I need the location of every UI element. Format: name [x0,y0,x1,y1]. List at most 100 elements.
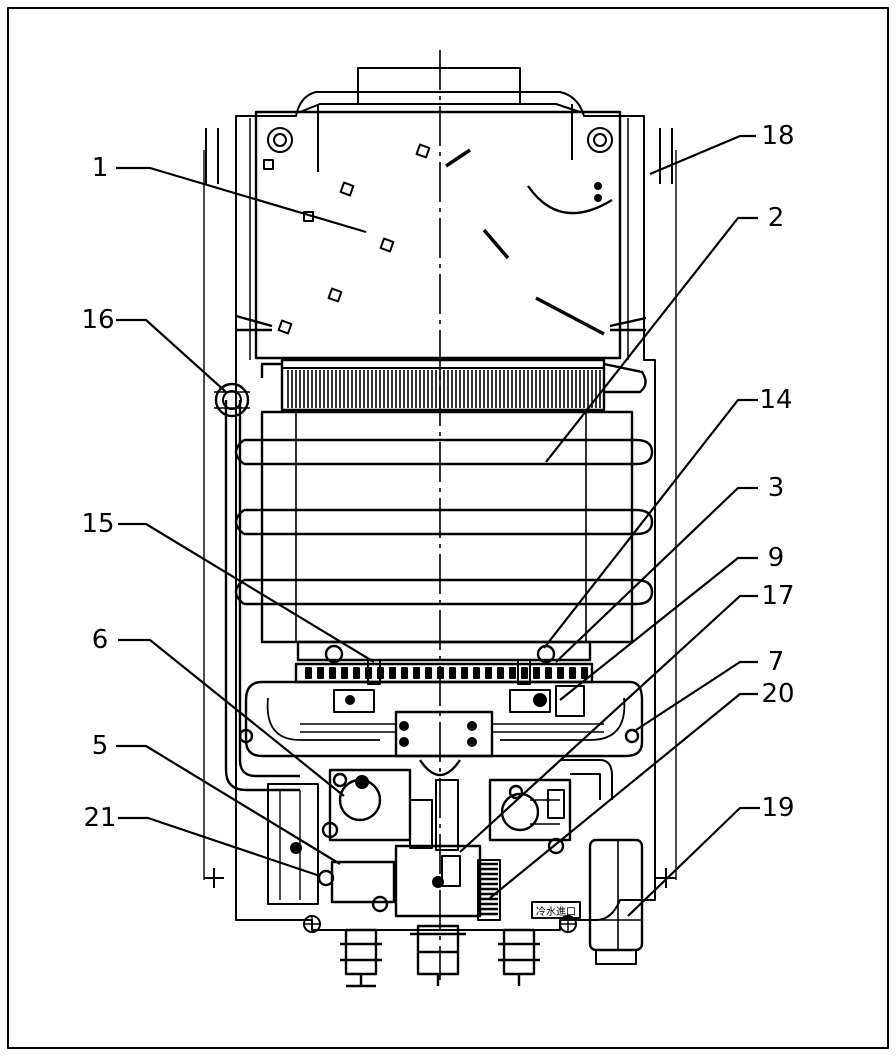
callout-15: 15 [81,509,114,539]
hood-slot [445,148,471,168]
controller-stem [409,799,433,849]
cold-water-plate [531,901,581,919]
burner-tooth [305,667,312,679]
controller-neck [435,779,459,851]
tray-bolt-left [238,728,254,744]
burner-tooth [413,667,420,679]
solenoid-bolt [371,895,389,913]
serpentine-pipe-2 [244,508,654,536]
left-water-pipe [224,400,300,792]
callout-17: 17 [761,581,794,611]
tray-bolt-right [624,728,640,744]
burner-tooth [353,667,360,679]
gas-valve-bolt [332,772,348,788]
callout-5: 5 [92,731,109,761]
water-valve-bolt [547,837,565,855]
plate-screw [467,721,477,731]
water-valve-body [488,778,572,842]
electrode-bracket-right [509,689,551,713]
burner-tooth [497,667,504,679]
right-lower-pipe [560,759,613,800]
controller-switch [441,855,461,887]
burner-tooth [341,667,348,679]
ignition-coil-windings [480,862,498,916]
hood-slot [482,228,510,260]
water-valve-bolt [508,784,524,800]
heat-exchanger-fins [280,358,606,412]
bolt-top-right-inner [593,133,607,147]
burner-tray-inner [266,697,626,741]
cold-water-plate-text: 冷水進口 [536,905,576,918]
fin-lines [287,370,601,408]
controller-box [394,844,482,918]
plate-screw [467,737,477,747]
burner-tooth [473,667,480,679]
gas-distribution-plate [394,710,494,758]
burner-tooth [485,667,492,679]
sensor-clip [214,391,250,409]
battery-box-cap [595,949,637,965]
water-valve-knob [500,792,540,832]
burner-tooth [581,667,588,679]
gas-valve-bolt [321,821,339,839]
mounting-crosses [204,868,676,888]
gas-lines [300,723,604,733]
flue-hood [254,110,622,360]
hood-dot [594,194,602,202]
callout-14: 14 [759,385,792,415]
callout-3: 3 [768,473,785,503]
serpentine-pipe-3 [244,578,654,606]
burner-tooth [329,667,336,679]
burner-tooth [401,667,408,679]
callout-20: 20 [761,679,794,709]
battery-box [588,838,644,952]
callout-19: 19 [761,793,794,823]
flue-collar [357,67,521,105]
plate-screw [399,737,409,747]
bolt-top-left-inner [273,133,287,147]
burner-tooth [569,667,576,679]
burner-tooth [317,667,324,679]
burner-tooth [533,667,540,679]
water-valve-clip [547,789,565,819]
callout-21: 21 [83,803,116,833]
wall-hook-right [659,128,673,184]
flue-hood-ribs [317,104,573,172]
hood-arc [527,185,613,215]
pipe-top-connections [260,362,647,394]
burner-tooth [521,667,528,679]
left-bracket [267,783,319,905]
bottom-bolt-cross [304,916,576,932]
callout-1: 1 [92,153,109,183]
burner-tooth [557,667,564,679]
burner-tray [244,680,644,758]
callout-6: 6 [92,625,109,655]
solenoid-valve [330,860,396,904]
controller-dot [432,876,444,888]
callout-2: 2 [768,203,785,233]
wall-hook-left [205,128,219,184]
burner-tooth [425,667,432,679]
burner-tooth [509,667,516,679]
serpentine-pipe-1 [244,438,654,466]
right-mount-rod [609,316,647,332]
bolt-dot [345,695,355,705]
leader-lines [116,134,760,917]
flue-hood-top [299,103,581,113]
hood-dot [594,182,602,190]
left-bracket-dot [290,842,302,854]
electrode-bracket-left [333,689,375,713]
manifold-bolt-left [324,644,344,664]
left-mount-rod [235,314,273,332]
flame-sensor [555,685,585,717]
page-border [7,7,889,1049]
bottom-fittings [340,924,540,988]
burner-tooth [461,667,468,679]
burner-tooth [545,667,552,679]
gas-valve-body [328,768,412,842]
temperature-sensor [214,382,250,418]
exchanger-side-lines [295,412,587,642]
controller-arc [419,759,461,777]
